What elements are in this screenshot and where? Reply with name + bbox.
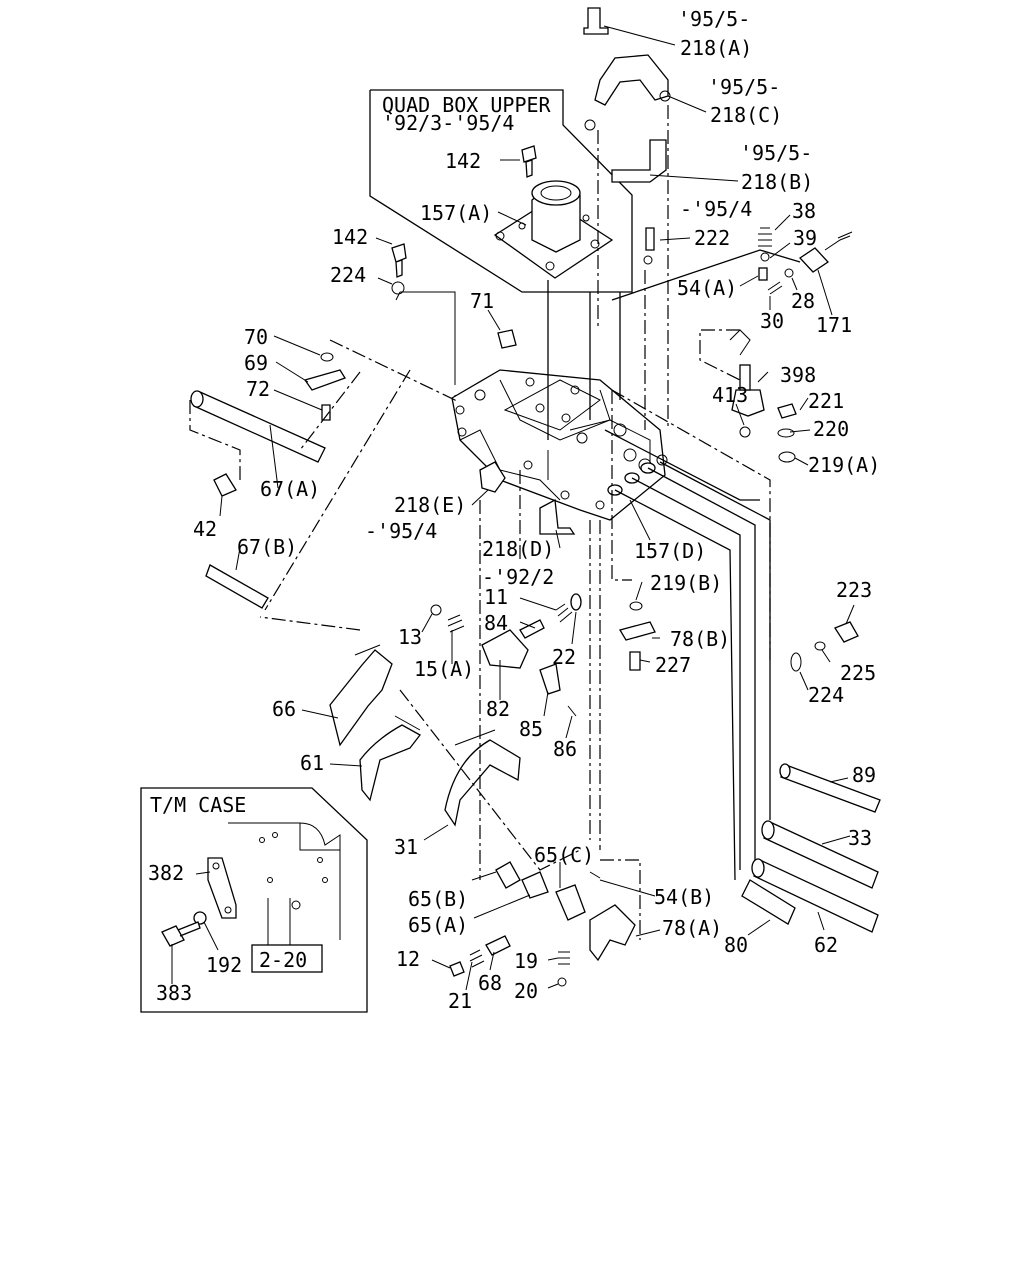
label-22: 22 (552, 645, 576, 669)
label-note-95-5-c: '95/5- (708, 75, 780, 99)
sensor-parts (729, 227, 853, 463)
plate-382 (207, 857, 237, 919)
label-72: 72 (246, 377, 270, 401)
label-30: 30 (760, 309, 784, 333)
label-13: 13 (398, 625, 422, 649)
bolt-383 (161, 921, 201, 947)
label-223: 223 (836, 578, 872, 602)
shift-rails (741, 763, 881, 933)
label-224b: 224 (808, 683, 844, 707)
label-221: 221 (808, 389, 844, 413)
tm-case-frame: T/M CASE 2-20 (140, 787, 368, 1013)
label-84: 84 (484, 611, 508, 635)
label-222: 222 (694, 226, 730, 250)
quad-box-upper-frame: QUAD BOX UPPER '92/3-'95/4 (369, 89, 633, 293)
label-33: 33 (848, 826, 872, 850)
label-398: 398 (780, 363, 816, 387)
label-218A: 218(A) (680, 36, 752, 60)
frame-upper-title: QUAD BOX UPPER (382, 93, 552, 117)
label-31: 31 (394, 835, 418, 859)
label-62: 62 (814, 933, 838, 957)
label-86: 86 (553, 737, 577, 761)
label-192: 192 (206, 953, 242, 977)
label-218E: 218(E) (394, 493, 466, 517)
housing (451, 369, 668, 535)
label-68: 68 (478, 971, 502, 995)
cover-157A (493, 145, 614, 279)
brackets-218 (583, 7, 671, 265)
frame-inset-title: T/M CASE (150, 793, 246, 817)
label-38: 38 (792, 199, 816, 223)
label-19: 19 (514, 949, 538, 973)
rail-guides (547, 249, 801, 881)
bracket-218E (479, 461, 506, 493)
label-65A: 65(A) (408, 913, 468, 937)
label-12: 12 (396, 947, 420, 971)
label-383: 383 (156, 981, 192, 1005)
label-note-95-4-b: -'95/4 (365, 519, 437, 543)
label-80: 80 (724, 933, 748, 957)
label-54B: 54(B) (654, 885, 714, 909)
label-382: 382 (148, 861, 184, 885)
label-224a: 224 (330, 263, 366, 287)
label-89: 89 (852, 763, 876, 787)
label-219A: 219(A) (808, 453, 880, 477)
label-78B: 78(B) (670, 627, 730, 651)
frame-inset-ref: 2-20 (259, 948, 307, 972)
label-67B: 67(B) (237, 535, 297, 559)
shift-forks (329, 644, 636, 962)
label-65B: 65(B) (408, 887, 468, 911)
label-413: 413 (712, 383, 748, 407)
label-69: 69 (244, 351, 268, 375)
leader-lines (171, 25, 855, 991)
label-note-95-5-b: '95/5- (740, 141, 812, 165)
label-61: 61 (300, 751, 324, 775)
ref-box (251, 944, 323, 973)
frame-upper-date: '92/3-'95/4 (382, 111, 514, 135)
label-66: 66 (272, 697, 296, 721)
phantom-lines (189, 105, 771, 940)
part-labels: '95/5- 218(A) '95/5- 218(C) '95/5- 218(B… (148, 7, 880, 1013)
label-157A: 157(A) (420, 201, 492, 225)
bracket-218D (539, 498, 576, 535)
label-82: 82 (486, 697, 510, 721)
label-54A: 54(A) (677, 276, 737, 300)
label-78A: 78(A) (662, 916, 722, 940)
label-note-95-4-a: -'95/4 (680, 197, 752, 221)
label-218B: 218(B) (741, 170, 813, 194)
tm-case-outline (228, 822, 341, 945)
left-parts (190, 243, 517, 609)
label-42: 42 (193, 517, 217, 541)
label-28: 28 (791, 289, 815, 313)
detent-parts (430, 593, 859, 987)
label-65C: 65(C) (534, 843, 594, 867)
label-note-92-2: -'92/2 (482, 565, 554, 589)
label-218D: 218(D) (482, 537, 554, 561)
washer-192 (193, 911, 207, 925)
label-142a: 142 (445, 149, 481, 173)
label-20: 20 (514, 979, 538, 1003)
label-note-95-5-a: '95/5- (678, 7, 750, 31)
label-21: 21 (448, 989, 472, 1013)
label-142b: 142 (332, 225, 368, 249)
label-70: 70 (244, 325, 268, 349)
label-225: 225 (840, 661, 876, 685)
label-71: 71 (470, 289, 494, 313)
label-220: 220 (813, 417, 849, 441)
label-11: 11 (484, 585, 508, 609)
label-218C: 218(C) (710, 103, 782, 127)
label-85: 85 (519, 717, 543, 741)
label-157D: 157(D) (634, 539, 706, 563)
label-67A: 67(A) (260, 477, 320, 501)
label-219B: 219(B) (650, 571, 722, 595)
block-82 (481, 629, 529, 669)
label-39: 39 (793, 226, 817, 250)
label-227: 227 (655, 653, 691, 677)
label-171: 171 (816, 313, 852, 337)
label-15A: 15(A) (414, 657, 474, 681)
